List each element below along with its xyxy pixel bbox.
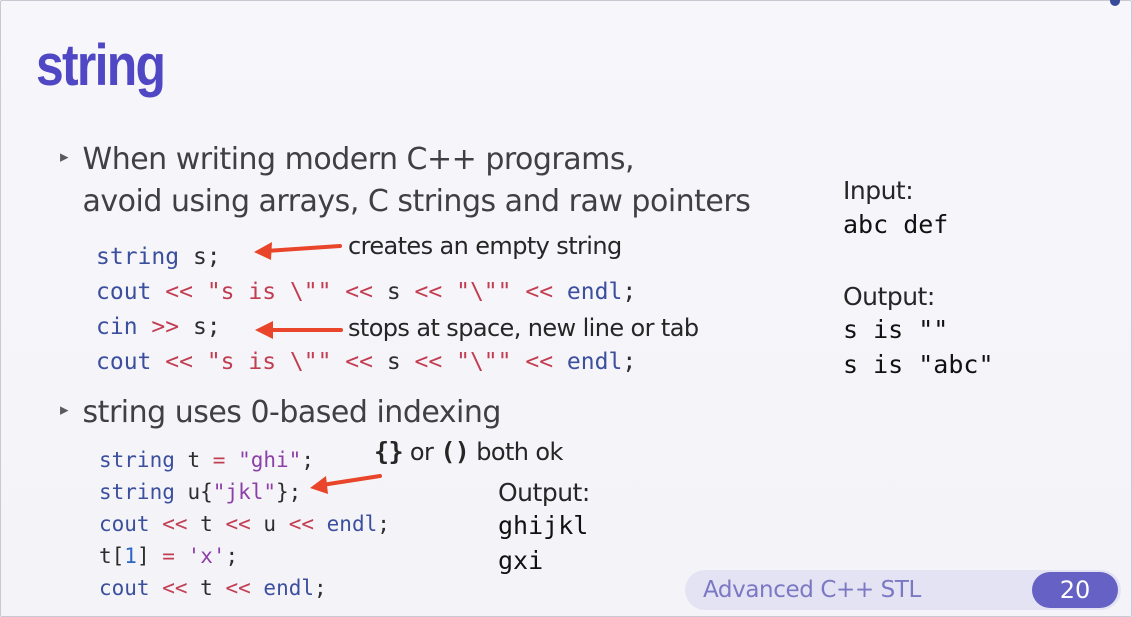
page-number-badge: 20 xyxy=(1032,572,1118,608)
output-label-1: Output: xyxy=(843,282,935,311)
output-line: s is "abc" xyxy=(843,350,994,379)
triangle-right-icon: ▸ xyxy=(60,400,69,419)
input-label: Input: xyxy=(843,176,914,205)
bullet-2: ▸ string uses 0-based indexing xyxy=(60,392,501,434)
triangle-right-icon: ▸ xyxy=(60,147,69,166)
bullet-1-line-2: avoid using arrays, C strings and raw po… xyxy=(82,184,751,219)
code-line: cout << t << u << endl; xyxy=(99,512,390,536)
input-value: abc def xyxy=(843,210,949,239)
code-line: string s; xyxy=(96,244,221,270)
code-line: cout << "s is \"" << s << "\"" << endl; xyxy=(96,279,637,305)
code-line: string u{"jkl"}; xyxy=(99,480,302,504)
output-line: ghijkl xyxy=(498,511,589,540)
footer-course: Advanced C++ STL xyxy=(703,577,921,603)
output-line: gxi xyxy=(498,546,544,575)
output-lines-1: s is "" s is "abc" xyxy=(843,312,994,382)
arrow-left-icon xyxy=(254,242,342,260)
code-line: string t = "ghi"; xyxy=(99,448,314,472)
code-block-1: string s; cout << "s is \"" << s << "\"" … xyxy=(96,240,636,380)
bullet-2-text: string uses 0-based indexing xyxy=(82,395,502,430)
output-label-2: Output: xyxy=(498,478,590,507)
code-block-2: string t = "ghi"; string u{"jkl"}; cout <<… xyxy=(99,444,390,604)
note-braces: {} or () both ok xyxy=(374,437,563,466)
note-empty-string: creates an empty string xyxy=(348,232,622,260)
code-line: cout << t << endl; xyxy=(99,576,327,600)
code-line: t[1] = 'x'; xyxy=(99,544,239,568)
note-stops-at: stops at space, new line or tab xyxy=(348,314,699,342)
code-line: cout << "s is \"" << s << "\"" << endl; xyxy=(96,349,637,375)
output-line: s is "" xyxy=(843,315,949,344)
output-lines-2: ghijkl gxi xyxy=(498,508,588,578)
code-line: cin >> s; xyxy=(96,314,221,340)
arrow-left-icon xyxy=(255,321,343,339)
corner-indicator xyxy=(1110,0,1120,6)
bullet-1-line-1: When writing modern C++ programs, xyxy=(82,142,635,177)
arrow-left-icon xyxy=(310,474,382,494)
bullet-1: ▸ When writing modern C++ programs, avoi… xyxy=(60,139,751,223)
slide-title: string xyxy=(36,33,166,98)
